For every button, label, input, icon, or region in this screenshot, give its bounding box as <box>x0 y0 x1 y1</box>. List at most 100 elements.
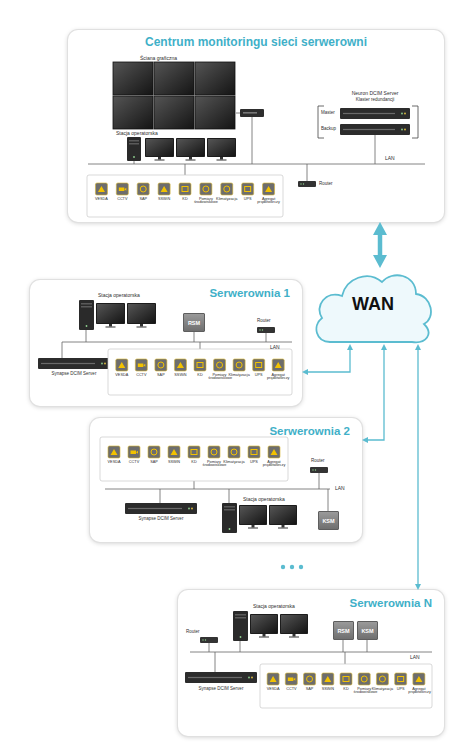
lan-wire <box>229 489 230 503</box>
server-led <box>248 677 250 679</box>
rack-server <box>185 672 257 683</box>
panel-title: Serwerownia 2 <box>269 425 350 438</box>
network-switch <box>240 109 264 117</box>
module-box: RSM <box>333 621 354 640</box>
monitor-stand <box>109 324 112 327</box>
monitor-frame <box>280 614 308 634</box>
lan-wire <box>134 161 135 164</box>
lan-wire <box>209 643 210 652</box>
monitor-base <box>106 327 116 328</box>
monitor-stand <box>140 324 143 327</box>
lan-wire <box>252 117 253 164</box>
system-icon <box>200 183 212 195</box>
monitor-base <box>155 160 165 161</box>
icon-glyph <box>256 363 262 368</box>
icon-glyph <box>182 187 188 192</box>
system-label: SSWiN <box>163 460 186 464</box>
icon-glyph <box>361 676 367 682</box>
lan-wire <box>215 652 216 672</box>
monitor-stand <box>158 157 161 160</box>
device-label: Router <box>311 459 325 464</box>
system-icon <box>358 673 370 685</box>
system-label: VESDA <box>90 197 114 201</box>
system-label: SSWiN <box>169 373 192 377</box>
system-label: KD <box>189 373 212 377</box>
system-label: Pomiary środowiskowe <box>354 687 375 695</box>
router-device <box>310 467 328 473</box>
system-label: Klimatyzacja <box>228 373 251 377</box>
workstation-tower <box>127 137 141 161</box>
system-label: UPS <box>236 197 260 201</box>
router-led <box>259 329 260 330</box>
video-wall-screen <box>195 96 235 129</box>
lan-wire <box>307 164 308 181</box>
system-label: Klimatyzacja <box>223 460 246 464</box>
icon-glyph <box>111 449 118 455</box>
module-box: KSM <box>357 621 378 640</box>
rack-server <box>340 108 410 119</box>
lan-wire <box>367 640 368 652</box>
system-icon <box>116 359 128 371</box>
module-label: KSM <box>319 518 338 524</box>
switch-ports <box>243 112 257 114</box>
server-stripe <box>128 508 182 509</box>
system-icon <box>168 446 180 458</box>
module-label: RSM <box>184 320 204 326</box>
icon-glyph <box>191 450 197 455</box>
monitor-frame <box>250 614 278 634</box>
icon-glyph <box>265 186 272 192</box>
lan-wire <box>328 489 329 511</box>
panel-title: Centrum monitoringu sieci serwerowni <box>68 36 444 49</box>
server-label: Klaster redundancji <box>335 98 415 103</box>
system-label: Pomiary środowiskowe <box>194 197 218 205</box>
icon-glyph <box>138 364 144 368</box>
device-label: Stacja operatorska <box>253 604 295 609</box>
system-icon <box>322 673 334 685</box>
tower-bay <box>81 303 92 305</box>
panel-title: Serwerownia N <box>350 597 432 610</box>
continuation-dot <box>290 565 294 569</box>
system-icon <box>137 183 149 195</box>
server-led <box>401 113 403 115</box>
module-label: RSM <box>334 628 353 634</box>
server-room-panel: Serwerownia N RSM KSM <box>178 590 444 736</box>
icon-glyph <box>224 186 230 192</box>
lan-wire <box>86 330 87 342</box>
tower-bay <box>235 617 246 619</box>
lan-wire <box>266 333 267 342</box>
video-wall-screen <box>195 62 235 95</box>
icon-glyph <box>151 449 157 455</box>
system-label: CCTV <box>110 197 134 201</box>
wan-link <box>378 235 383 255</box>
icon-glyph <box>119 188 125 192</box>
monitor-frame <box>96 303 125 324</box>
icon-glyph <box>161 186 168 192</box>
system-icon <box>174 359 186 371</box>
server-led <box>191 508 193 510</box>
system-icon <box>95 183 107 195</box>
system-label: Agregat prądotwórczy <box>267 373 290 381</box>
system-label: CCTV <box>130 373 153 377</box>
workstation-tower <box>233 611 248 641</box>
wan-cloud: WAN <box>312 268 434 344</box>
device-label: Router <box>186 630 200 635</box>
system-label: KD <box>173 197 197 201</box>
lan-wire <box>62 342 63 358</box>
system-icon <box>267 673 279 685</box>
lan-wire <box>375 135 376 164</box>
server-led <box>404 113 406 115</box>
system-label: SSWiN <box>317 687 338 691</box>
role-label: Master <box>321 111 335 116</box>
system-icon <box>179 183 191 195</box>
system-icon <box>108 446 120 458</box>
icon-glyph <box>124 188 126 191</box>
system-label: Agregat prądotwórczy <box>408 687 429 695</box>
server-stripe <box>41 363 95 364</box>
lan-wire <box>200 342 201 349</box>
router-led <box>300 183 301 184</box>
icon-glyph <box>136 451 138 454</box>
monitor-stand <box>220 157 223 160</box>
system-label: KD <box>335 687 356 691</box>
system-icon <box>272 359 284 371</box>
monitor-screen <box>240 506 266 524</box>
